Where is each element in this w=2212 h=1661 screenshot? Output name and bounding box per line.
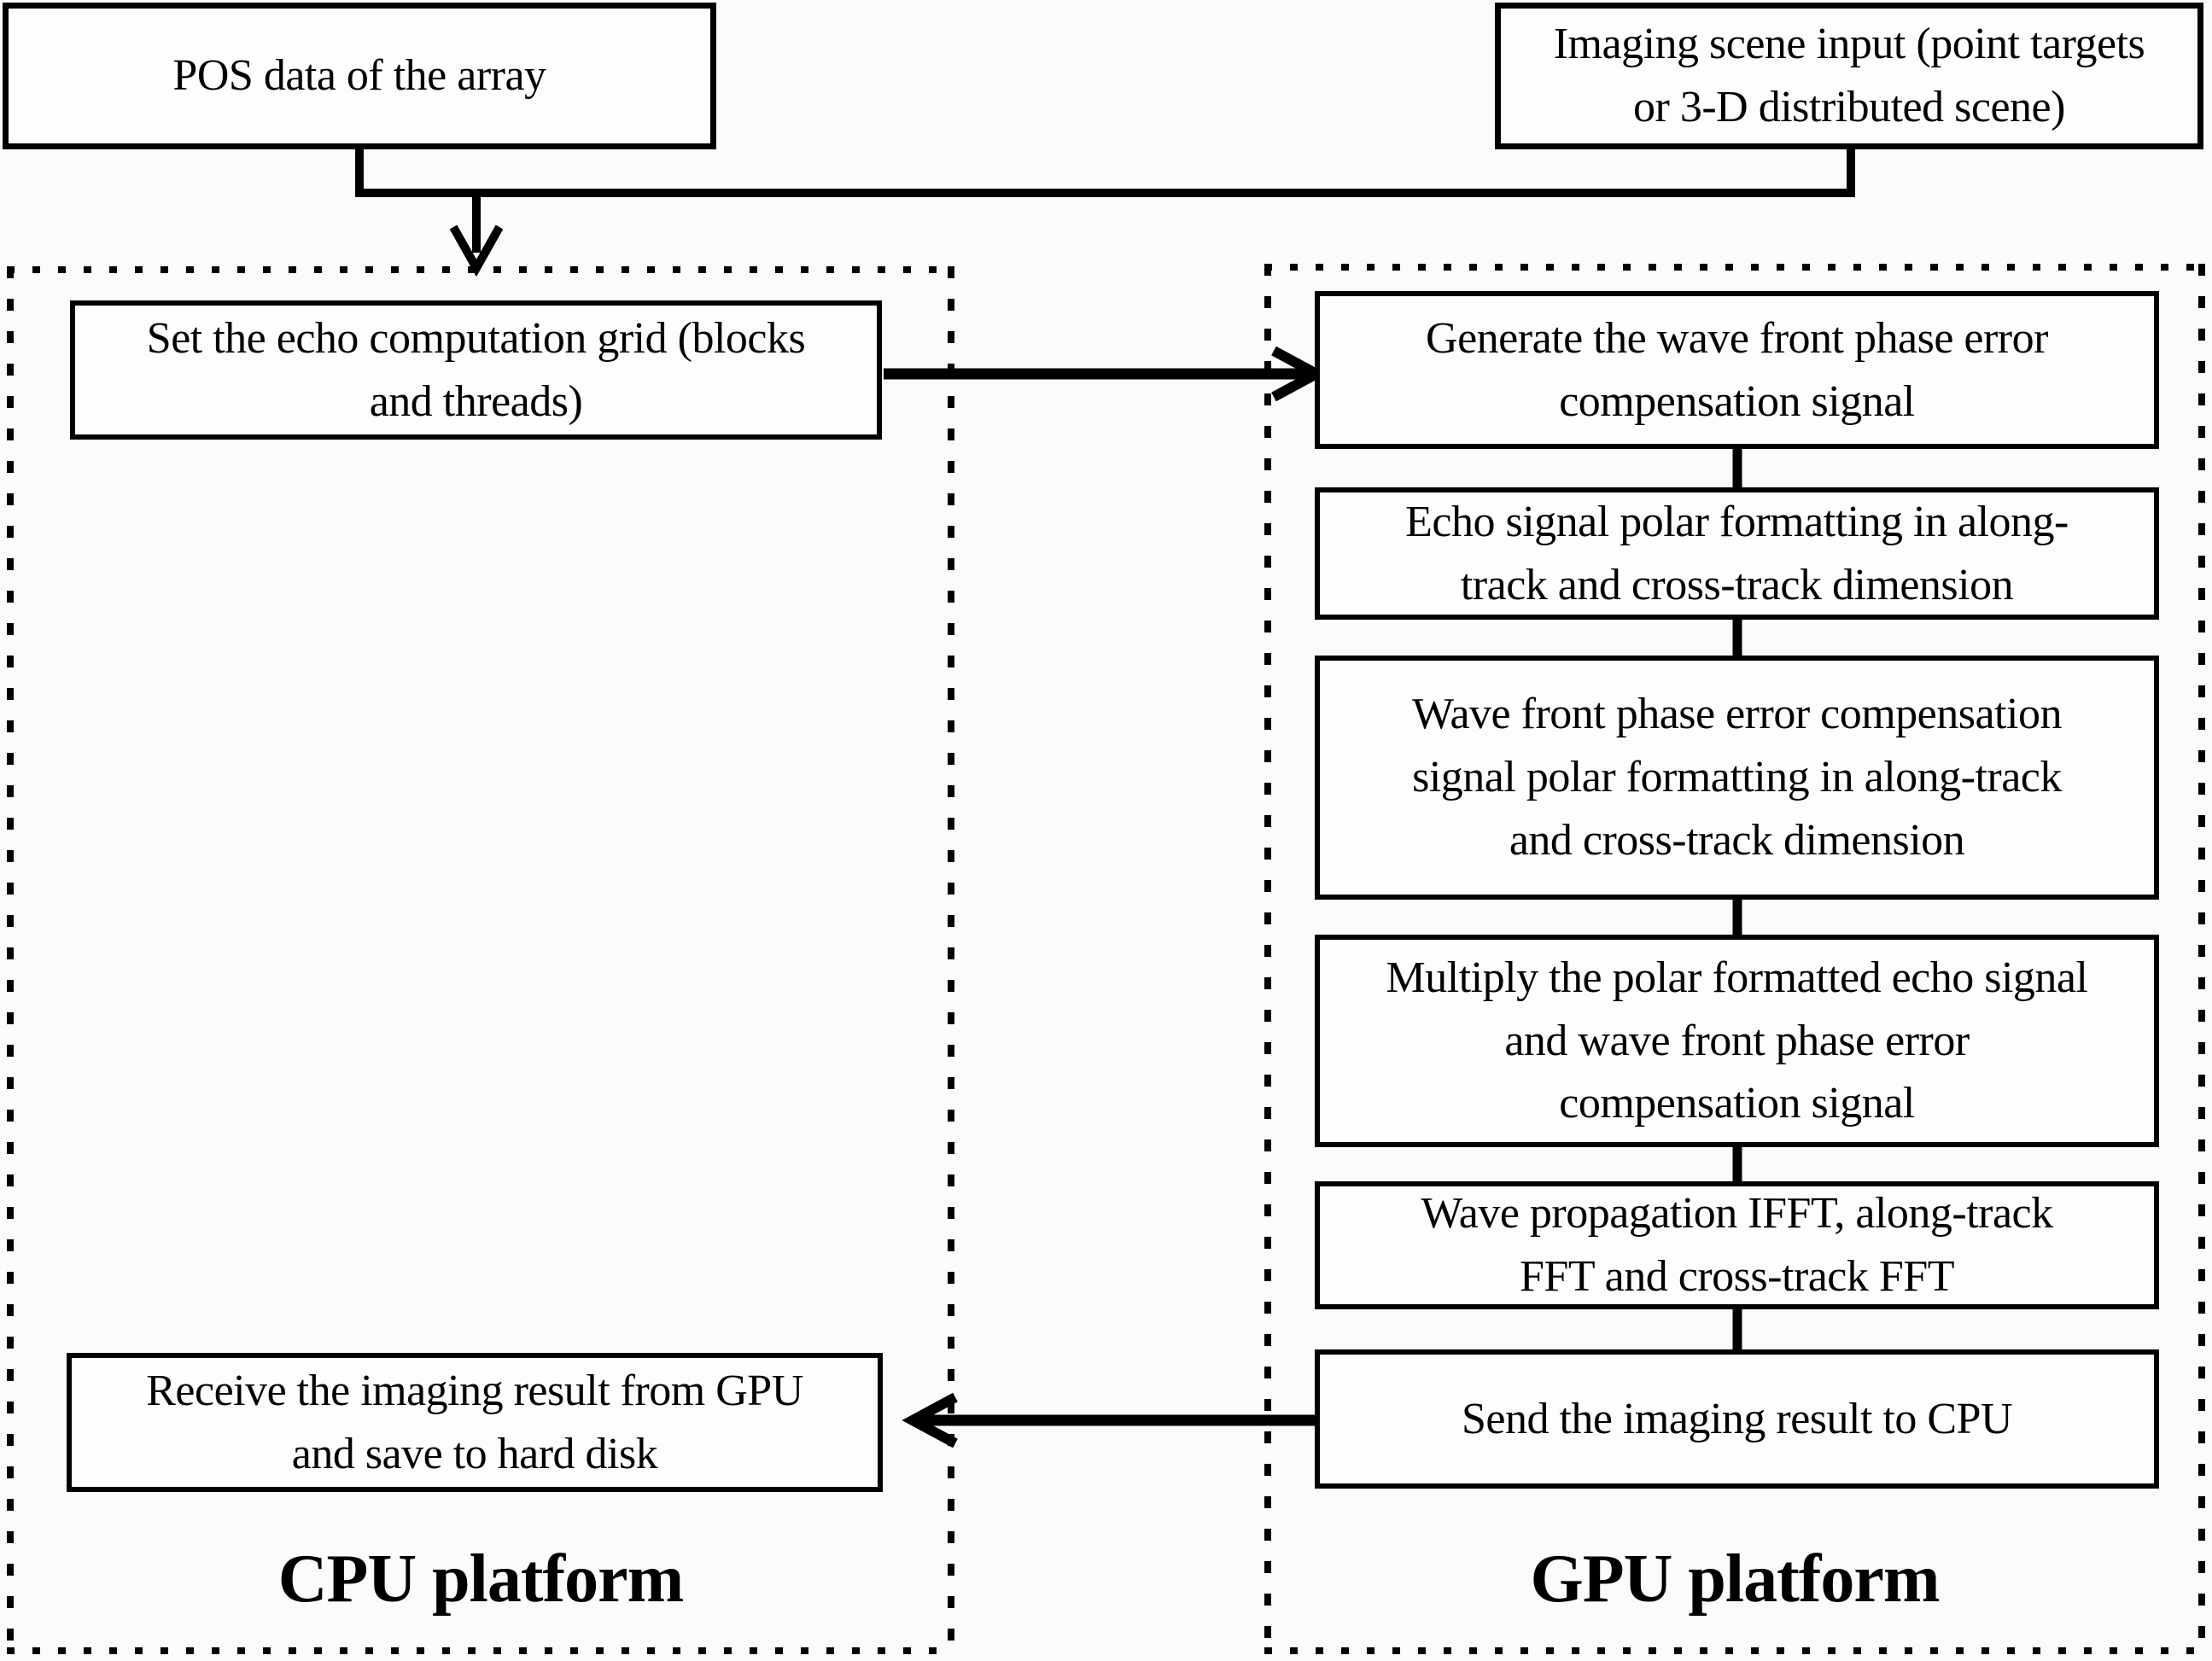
imaging-scene-input-box: Imaging scene input (point targets or 3-… bbox=[1495, 3, 2203, 149]
gpu-wavefront-polar-format-box: Wave front phase error compensation sign… bbox=[1315, 656, 2159, 900]
gpu-platform-label: GPU platform bbox=[1530, 1541, 1940, 1617]
arrow-cpu-to-gpu bbox=[884, 346, 1328, 402]
cpu-platform-label: CPU platform bbox=[277, 1541, 685, 1617]
gpu-generate-compensation-box: Generate the wave front phase error comp… bbox=[1315, 291, 2159, 449]
gpu-wave-propagation-fft-box: Wave propagation IFFT, along-track FFT a… bbox=[1315, 1181, 2159, 1309]
arrow-head-down-icon bbox=[449, 224, 504, 277]
gpu-multiply-signals-box: Multiply the polar formatted echo signal… bbox=[1315, 935, 2159, 1147]
gpu-platform-container bbox=[1264, 264, 2205, 1654]
pos-data-box: POS data of the array bbox=[3, 3, 716, 149]
cpu-set-echo-grid-box: Set the echo computation grid (blocks an… bbox=[70, 300, 882, 440]
arrow-inputs-to-cpu bbox=[449, 189, 504, 277]
cpu-receive-result-box: Receive the imaging result from GPU and … bbox=[67, 1353, 883, 1492]
bus-line bbox=[355, 149, 1855, 197]
arrow-gpu-to-cpu bbox=[902, 1392, 1316, 1448]
arrow-head-left-icon bbox=[902, 1392, 958, 1448]
gpu-send-result-box: Send the imaging result to CPU bbox=[1315, 1349, 2159, 1489]
gpu-echo-polar-format-box: Echo signal polar formatting in along- t… bbox=[1315, 487, 2159, 620]
cpu-platform-container bbox=[7, 266, 954, 1654]
input-merge-bus bbox=[355, 149, 1855, 197]
